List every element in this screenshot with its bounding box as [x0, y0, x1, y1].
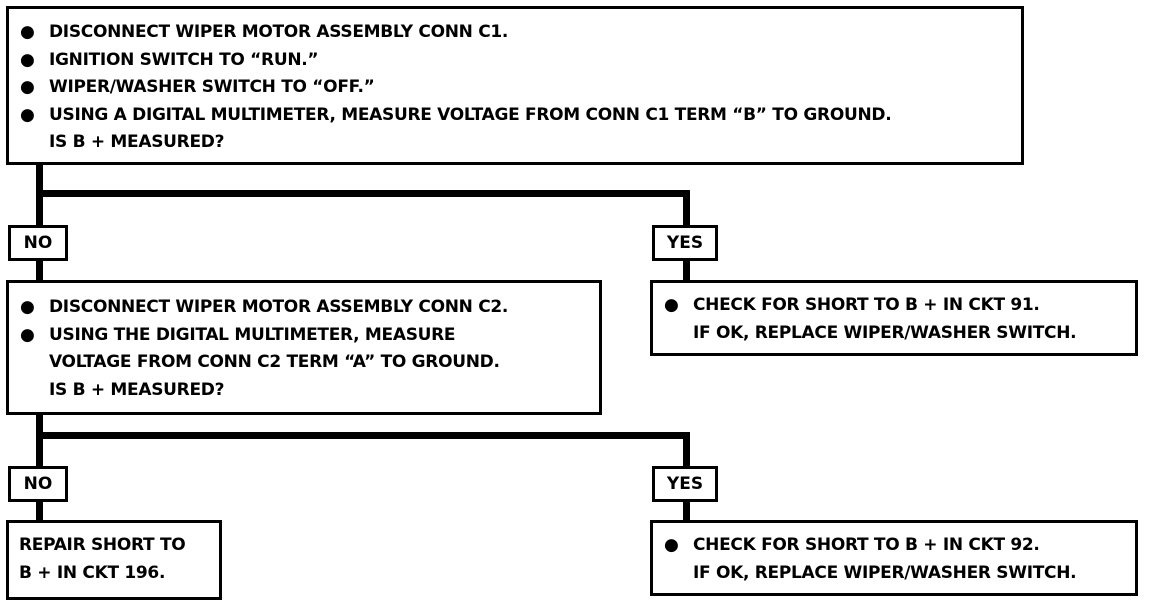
bullet-icon: ●	[20, 324, 35, 345]
no2-result-line-2: B + IN CKT 196.	[19, 562, 166, 583]
connector-no2-down	[36, 499, 43, 523]
step2-box: ●DISCONNECT WIPER MOTOR ASSEMBLY CONN C2…	[6, 280, 602, 415]
bullet-icon: ●	[664, 295, 679, 315]
connector-yes2-down	[683, 432, 690, 470]
yes-label-1: YES	[652, 225, 718, 261]
bullet-icon: ●	[664, 535, 679, 555]
bullet-icon: ●	[20, 77, 35, 97]
connector-branch-1	[36, 190, 690, 197]
yes2-result-box: ●CHECK FOR SHORT TO B + IN CKT 92.IF OK,…	[650, 520, 1138, 596]
step1-item-4: ●USING A DIGITAL MULTIMETER, MEASURE VOL…	[9, 102, 1021, 130]
yes1-result-item: ●CHECK FOR SHORT TO B + IN CKT 91.IF OK,…	[653, 292, 1135, 347]
connector-yes2-box	[683, 499, 690, 523]
step1-item-3: ●WIPER/WASHER SWITCH TO “OFF.”	[9, 74, 1021, 102]
bullet-icon: ●	[20, 22, 35, 42]
step2-item-1: ●DISCONNECT WIPER MOTOR ASSEMBLY CONN C2…	[9, 294, 599, 322]
connector-branch-2	[36, 432, 690, 439]
no-label-2: NO	[8, 466, 68, 502]
bullet-icon: ●	[20, 297, 35, 317]
bullet-icon: ●	[20, 49, 35, 70]
yes-label-2: YES	[652, 466, 718, 502]
connector-no1-down	[36, 258, 43, 282]
step1-question: IS B + MEASURED?	[49, 132, 225, 152]
no-label-1: NO	[8, 225, 68, 261]
connector-yes1-box	[683, 258, 690, 282]
no2-result-line-1: REPAIR SHORT TO	[19, 535, 186, 555]
yes2-result-item: ●CHECK FOR SHORT TO B + IN CKT 92.IF OK,…	[653, 532, 1135, 587]
bullet-icon: ●	[20, 104, 35, 125]
step1-item-1: ●DISCONNECT WIPER MOTOR ASSEMBLY CONN C1…	[9, 19, 1021, 47]
step1-box: ●DISCONNECT WIPER MOTOR ASSEMBLY CONN C1…	[6, 6, 1024, 165]
yes1-result-box: ●CHECK FOR SHORT TO B + IN CKT 91.IF OK,…	[650, 280, 1138, 356]
step1-item-2: ●IGNITION SWITCH TO “RUN.”	[9, 47, 1021, 75]
connector-yes1-down	[683, 190, 690, 228]
no2-result-box: REPAIR SHORT TO B + IN CKT 196.	[6, 520, 222, 600]
connector-trunk-2	[36, 412, 43, 470]
